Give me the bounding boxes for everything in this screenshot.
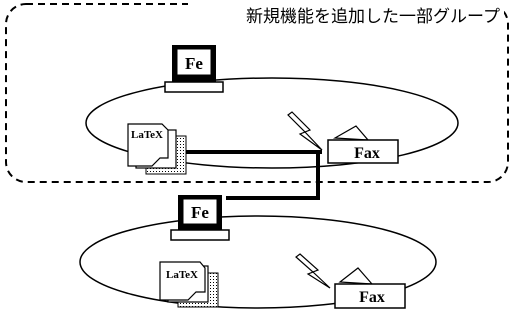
inter-group-link — [226, 152, 320, 200]
upper-terminal-label: Fe — [185, 54, 203, 73]
lower-latex-documents: LaTeX — [159, 261, 219, 308]
lower-network: Fe LaTeX Fax — [79, 195, 437, 309]
lower-document-label: LaTeX — [166, 269, 198, 281]
upper-fax-paper — [332, 125, 370, 141]
upper-fax-machine: Fax — [287, 111, 399, 164]
lower-fax-paper — [338, 267, 374, 285]
upper-fax-label: Fax — [354, 145, 380, 162]
lower-fax-label: Fax — [359, 289, 385, 306]
upper-lightning-icon — [287, 111, 323, 151]
upper-fe-terminal: Fe — [164, 45, 224, 93]
upper-network-ring — [85, 77, 459, 169]
upper-keyboard — [164, 81, 224, 93]
upper-network: Fe LaTeX Fax — [85, 45, 459, 175]
upgraded-group-boundary — [5, 3, 509, 183]
lower-lightning-icon — [295, 253, 331, 289]
upper-monitor-screen — [176, 48, 212, 76]
upper-document-label: LaTeX — [131, 129, 163, 141]
lower-network-ring — [79, 215, 437, 309]
lower-fax-body — [334, 283, 406, 309]
lower-monitor-screen — [182, 198, 218, 225]
lower-fe-terminal: Fe — [170, 195, 230, 241]
lower-fax-machine: Fax — [295, 253, 406, 309]
upper-doc-front — [127, 123, 169, 167]
lower-keyboard — [170, 229, 230, 241]
lower-terminal-label: Fe — [191, 203, 209, 222]
lower-doc-front — [159, 261, 206, 301]
caption-background — [188, 0, 504, 30]
group-caption: 新規機能を追加した一部グループ — [246, 7, 500, 27]
upper-fax-body — [327, 139, 399, 164]
upper-latex-documents: LaTeX — [127, 123, 187, 175]
